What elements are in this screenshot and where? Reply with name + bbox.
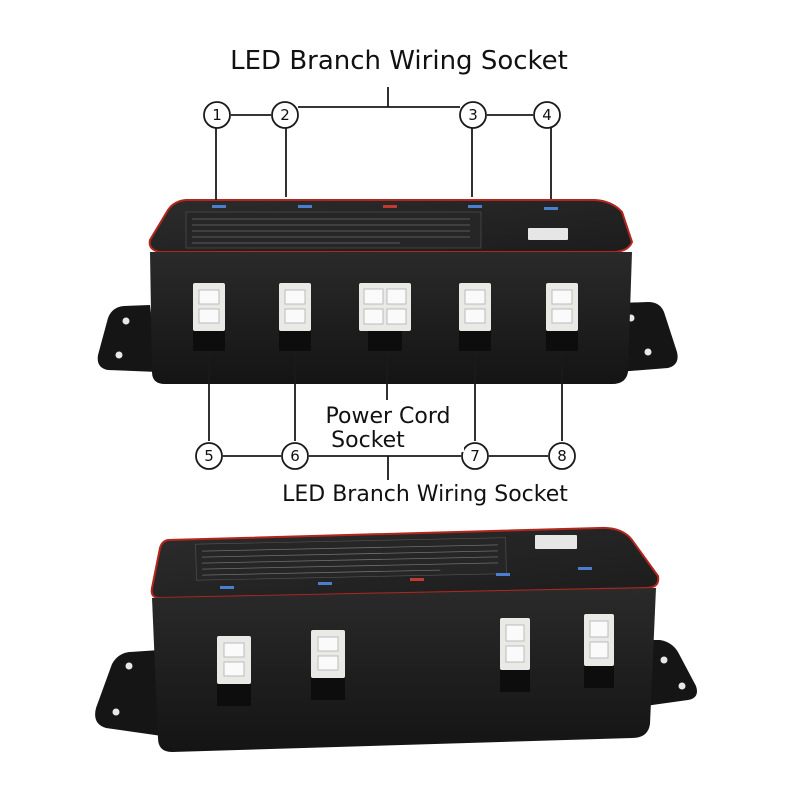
port-marker xyxy=(544,207,558,210)
mounting-flange-right xyxy=(645,640,697,706)
mounting-flange-left xyxy=(97,305,158,372)
mounting-flange-left xyxy=(95,650,162,736)
callout-2: 2 xyxy=(271,101,299,129)
connector-socket-3 xyxy=(459,283,491,351)
callout-4: 4 xyxy=(533,101,561,129)
callout-6: 6 xyxy=(281,442,309,470)
callout-number: 5 xyxy=(204,447,214,465)
callout-number: 7 xyxy=(470,447,480,465)
port-marker xyxy=(220,586,234,589)
port-marker xyxy=(578,567,592,570)
instruction-panel xyxy=(195,537,507,581)
callout-number: 3 xyxy=(468,106,478,124)
port-marker xyxy=(298,205,312,208)
mounting-hole xyxy=(112,708,120,716)
port-marker xyxy=(468,205,482,208)
mounting-hole xyxy=(115,351,123,359)
callout-number: 4 xyxy=(542,106,552,124)
power-cord-socket xyxy=(359,283,411,351)
port-marker xyxy=(212,205,226,208)
power-label-bg xyxy=(316,402,464,452)
port-marker xyxy=(410,578,424,581)
callout-number: 6 xyxy=(290,447,300,465)
callout-number: 2 xyxy=(280,106,290,124)
label-sticker xyxy=(528,228,568,240)
junction-box-top xyxy=(97,199,678,384)
mounting-hole xyxy=(644,348,652,356)
callout-3: 3 xyxy=(459,101,487,129)
connector-socket-2 xyxy=(279,283,311,351)
mounting-hole xyxy=(660,656,668,664)
connector-socket-1 xyxy=(193,283,225,351)
callout-5: 5 xyxy=(195,442,223,470)
callout-7: 7 xyxy=(461,442,489,470)
port-marker xyxy=(496,573,510,576)
top-label: LED Branch Wiring Socket xyxy=(230,46,568,76)
connector-socket-8 xyxy=(584,614,614,688)
mounting-hole xyxy=(125,662,133,670)
power-cord-label-line1: Power Cord xyxy=(326,404,451,429)
mounting-hole xyxy=(678,682,686,690)
instruction-panel xyxy=(185,211,482,249)
bottom-label: LED Branch Wiring Socket xyxy=(282,482,568,507)
callout-number: 8 xyxy=(557,447,567,465)
callout-lines xyxy=(208,87,563,480)
callout-8: 8 xyxy=(548,442,576,470)
port-marker xyxy=(318,582,332,585)
connector-socket-7 xyxy=(500,618,530,692)
connector-socket-5 xyxy=(217,636,251,706)
power-cord-label-line2: Socket xyxy=(331,428,405,453)
connector-socket-6 xyxy=(311,630,345,700)
callout-1: 1 xyxy=(203,101,231,129)
callout-number: 1 xyxy=(212,106,222,124)
mounting-hole xyxy=(122,317,130,325)
port-marker xyxy=(383,205,397,208)
connector-socket-4 xyxy=(546,283,578,351)
label-sticker xyxy=(535,535,577,549)
junction-box-bottom xyxy=(95,526,697,752)
